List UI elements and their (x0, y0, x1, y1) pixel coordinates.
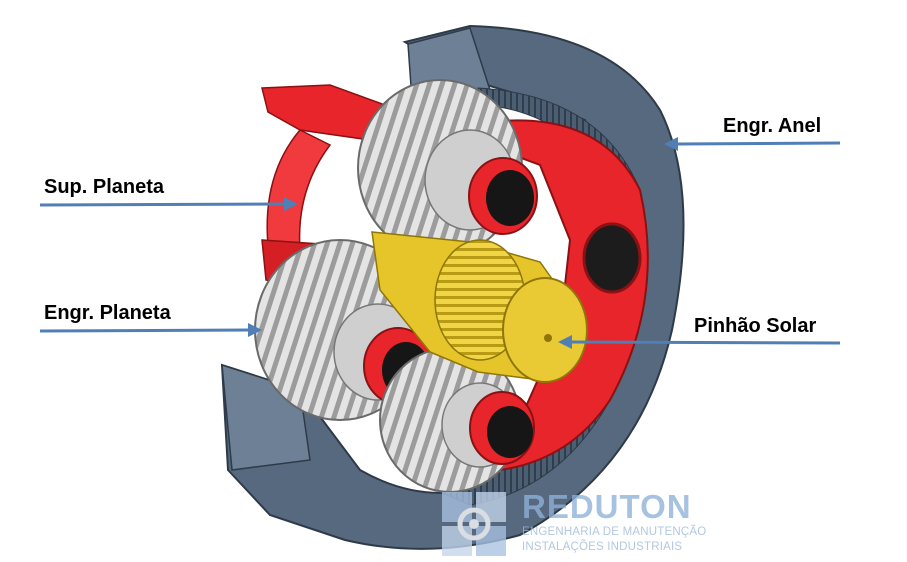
arrow-sup-planeta (39, 197, 298, 211)
arrow-engr-planeta (39, 323, 262, 337)
planet-gear-bottom (379, 347, 535, 493)
label-engr-anel: Engr. Anel (723, 115, 822, 137)
watermark-line1: ENGENHARIA DE MANUTENÇÃO (522, 526, 707, 538)
callout-arrows (39, 137, 841, 349)
sun-pinion (371, 231, 588, 383)
label-pinhao-solar: Pinhão Solar (694, 315, 817, 337)
gear-puzzle-logo-icon (442, 492, 506, 556)
label-sup-planeta: Sup. Planeta (44, 176, 165, 198)
planet-gear-top (357, 79, 538, 257)
label-engr-planeta: Engr. Planeta (44, 302, 171, 324)
reduton-watermark: REDUTON ENGENHARIA DE MANUTENÇÃO INSTALA… (438, 486, 728, 558)
arrow-pinhao-solar (558, 335, 841, 349)
watermark-brand: REDUTON (522, 488, 692, 525)
watermark-line2: INSTALAÇÕES INDUSTRIAIS (522, 541, 683, 553)
arrow-engr-anel (664, 137, 841, 151)
